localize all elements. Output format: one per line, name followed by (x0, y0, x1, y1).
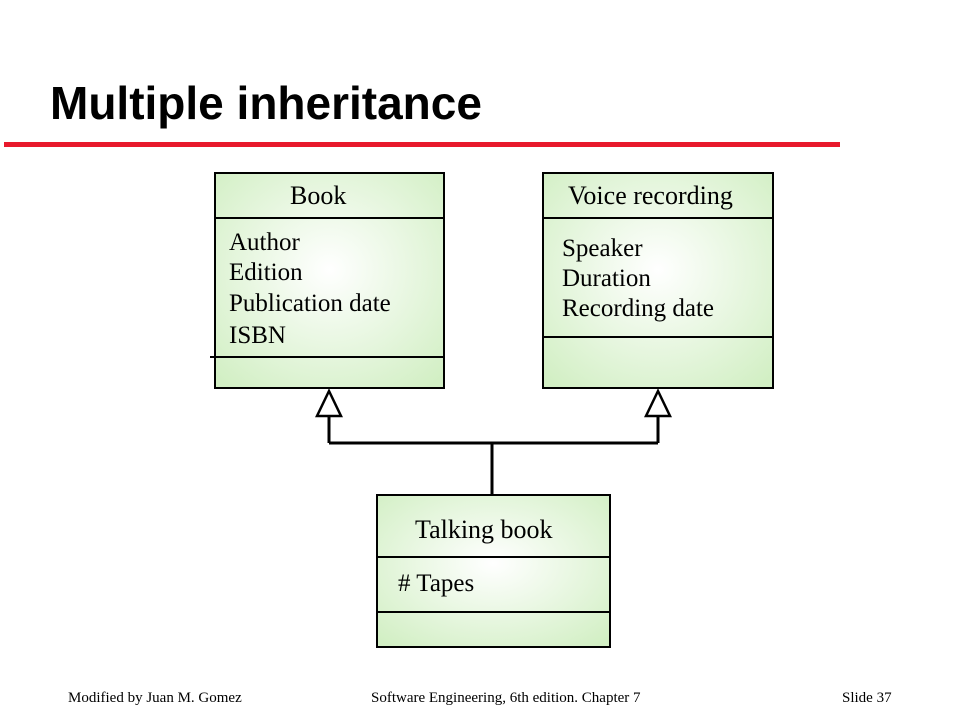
generalization-arrowhead-voice-recording (644, 388, 672, 418)
generalization-arrowhead-book (315, 388, 343, 418)
class-voice-recording-name: Voice recording (568, 181, 733, 210)
class-voice-recording-attr: Recording date (562, 295, 714, 322)
class-book-attr: Author (229, 229, 301, 256)
title-underline (4, 142, 840, 147)
class-book-attr: ISBN (229, 322, 286, 349)
class-talking-book-name: Talking book (415, 515, 553, 544)
class-voice-recording-box (542, 172, 774, 389)
generalization-connector (327, 416, 660, 495)
class-book-box (214, 172, 445, 389)
class-voice-recording: Voice recording Speaker Duration Recordi… (542, 172, 774, 389)
class-voice-recording-attr: Duration (562, 265, 651, 292)
footer-course: Software Engineering, 6th edition. Chapt… (371, 690, 641, 706)
class-book-attr: Publication date (229, 290, 391, 317)
slide-title: Multiple inheritance (50, 77, 482, 129)
class-book-attr: Edition (229, 259, 303, 286)
class-voice-recording-attr: Speaker (562, 235, 643, 262)
class-talking-book-attr: # Tapes (398, 570, 474, 597)
class-talking-book: Talking book # Tapes (376, 494, 611, 648)
footer-slide-number: Slide 37 (842, 690, 892, 706)
class-book-name: Book (290, 181, 346, 210)
class-book: Book Author Edition Publication date ISB… (210, 172, 445, 389)
footer-author: Modified by Juan M. Gomez (68, 690, 242, 706)
class-talking-book-box (376, 494, 611, 648)
